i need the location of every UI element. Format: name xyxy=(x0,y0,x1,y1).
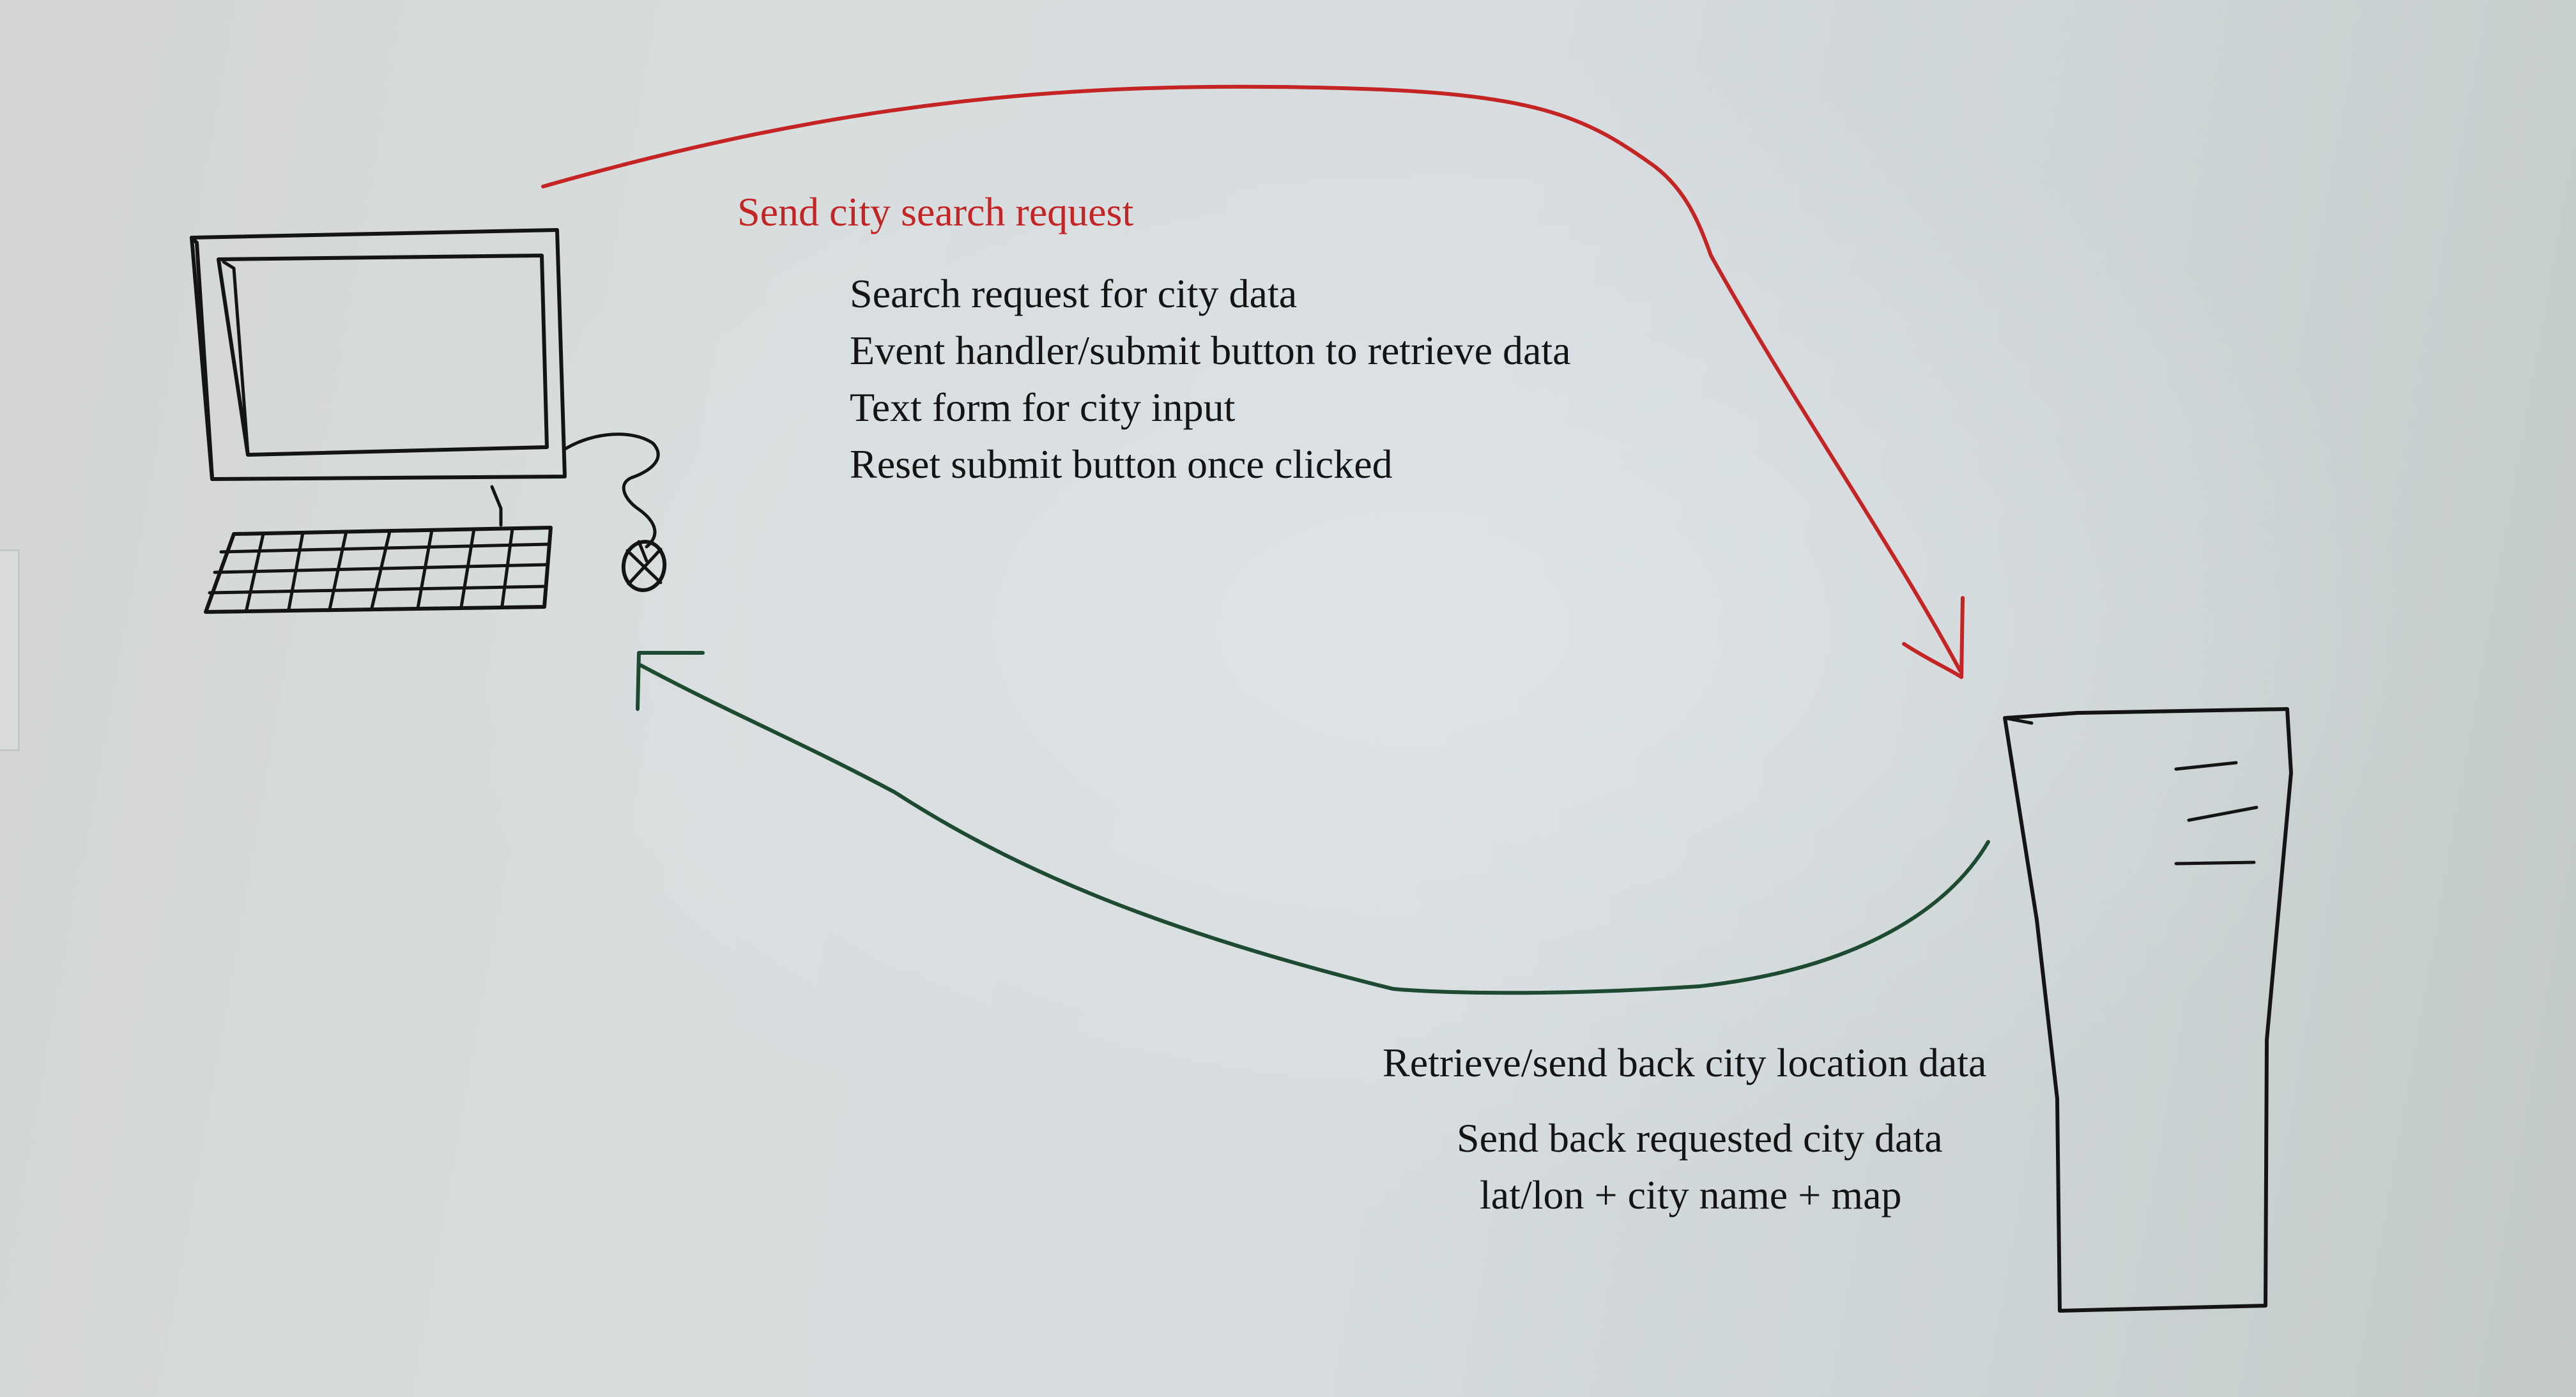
response-title: Retrieve/send back city location data xyxy=(1383,1040,1987,1085)
request-item: Text form for city input xyxy=(850,385,1236,430)
keyboard-icon xyxy=(204,485,553,614)
computer-monitor-icon xyxy=(190,228,567,481)
response-items-list: Send back requested city data lat/lon + … xyxy=(1457,1118,1943,1232)
server-tower-icon xyxy=(2003,707,2293,1313)
request-item: Search request for city data xyxy=(850,271,1298,316)
request-item: Reset submit button once clicked xyxy=(850,441,1393,487)
request-arrow xyxy=(541,84,1965,679)
screen-edge-strip xyxy=(0,549,20,751)
request-item: Event handler/submit button to retrieve … xyxy=(850,328,1571,373)
request-title: Send city search request xyxy=(737,189,1134,234)
response-item: Send back requested city data xyxy=(1457,1115,1943,1161)
mouse-icon xyxy=(564,432,667,592)
response-item: lat/lon + city name + map xyxy=(1480,1172,1902,1218)
response-arrow xyxy=(636,651,1990,995)
request-items-list: Search request for city data Event handl… xyxy=(850,273,1571,501)
